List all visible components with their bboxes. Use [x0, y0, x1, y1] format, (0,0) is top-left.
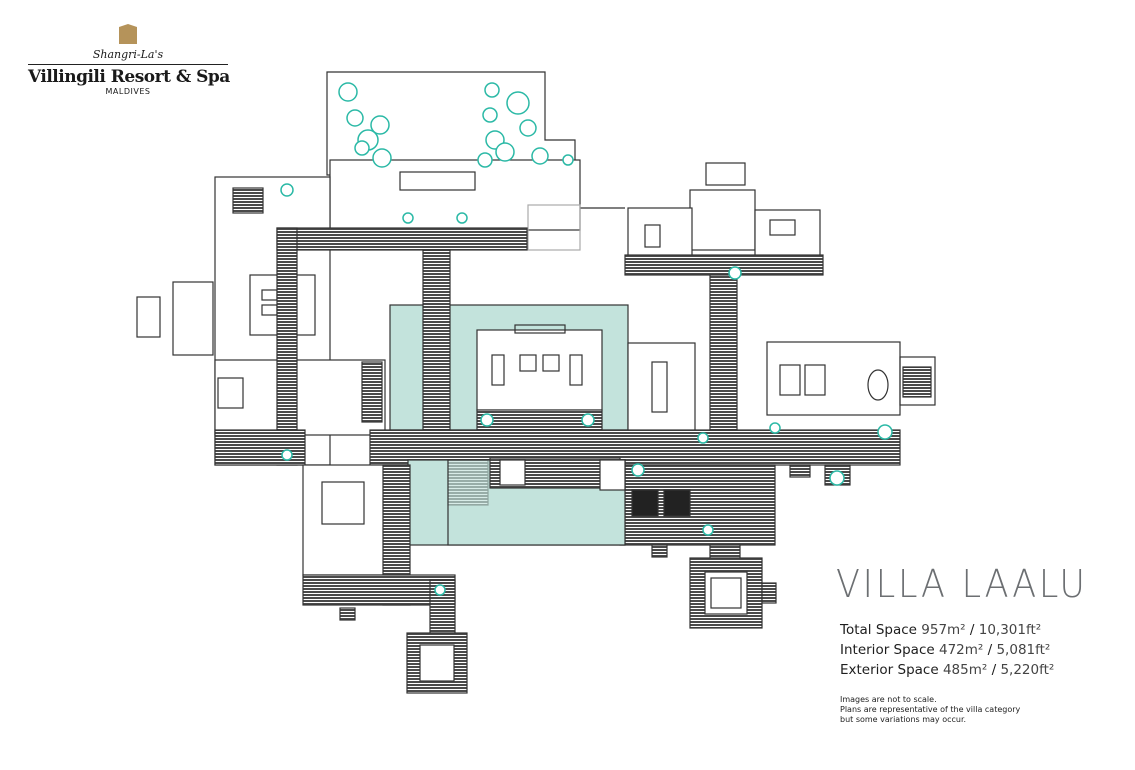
upper-pavilion-seating	[399, 171, 476, 191]
deck-upper	[276, 227, 528, 251]
deck-right-vertical	[709, 274, 738, 431]
logo-resort-name: Villingili Resort & Spa	[28, 64, 230, 87]
resort-logo: Shangri-La's Villingili Resort & Spa MAL…	[28, 24, 230, 96]
spec-label: Exterior Space	[840, 662, 939, 678]
steps	[789, 464, 811, 478]
steps	[761, 582, 777, 604]
deck-right-upper	[624, 254, 824, 276]
bathtub	[867, 369, 889, 401]
disclaimer: Images are not to scale. Plans are repre…	[840, 695, 1020, 725]
spec-label: Total Space	[840, 622, 917, 638]
room-right-upper-b	[754, 209, 821, 263]
living-room	[476, 329, 603, 411]
spec-total: Total Space 957m² / 10,301ft²	[840, 622, 1042, 638]
plants	[280, 82, 893, 596]
sun-lounger	[663, 489, 691, 517]
villa-title: VILLA LAALU	[836, 562, 1088, 606]
pool-steps	[447, 459, 489, 506]
bedroom-right-terrace	[899, 356, 936, 406]
spec-interior: Interior Space 472m² / 5,081ft²	[840, 642, 1051, 658]
spec-metric: 485m²	[942, 662, 988, 678]
bed	[321, 481, 365, 525]
disclaimer-line: Images are not to scale.	[840, 695, 937, 704]
spec-imperial: 5,220ft²	[1000, 662, 1055, 678]
dining-room	[627, 342, 696, 433]
spec-imperial: 5,081ft²	[996, 642, 1051, 658]
upper-pavilion	[329, 159, 581, 231]
spec-metric: 472m²	[938, 642, 984, 658]
deck-center-vertical	[422, 249, 451, 431]
dining-table	[651, 361, 668, 413]
spec-imperial: 10,301ft²	[978, 622, 1042, 638]
disclaimer-line: but some variations may occur.	[840, 715, 967, 724]
logo-location: MALDIVES	[105, 87, 151, 96]
outbuilding	[172, 281, 214, 356]
deck-left	[214, 429, 306, 466]
room-right-upper-center	[689, 189, 756, 251]
space-specs: Total Space 957m² / 10,301ft² Interior S…	[840, 620, 1054, 680]
spec-exterior: Exterior Space 485m² / 5,220ft²	[840, 662, 1055, 678]
spec-label: Interior Space	[840, 642, 935, 658]
left-lower-block	[214, 359, 386, 436]
disclaimer-line: Plans are representative of the villa ca…	[840, 705, 1021, 714]
outdoor-dining-table	[710, 577, 742, 609]
bedroom-right	[766, 341, 901, 416]
sun-lounger	[631, 489, 659, 517]
outbuilding-small	[136, 296, 161, 338]
steps	[651, 544, 668, 558]
logo-brand: Shangri-La's	[92, 48, 164, 61]
spec-metric: 957m²	[921, 622, 966, 638]
upper-courtyard	[527, 204, 581, 251]
steps	[339, 607, 356, 621]
left-wing-stairs	[232, 187, 264, 214]
logo-emblem-icon	[119, 24, 137, 44]
deck-main	[369, 429, 901, 466]
outbuilding-top-right	[705, 162, 746, 186]
